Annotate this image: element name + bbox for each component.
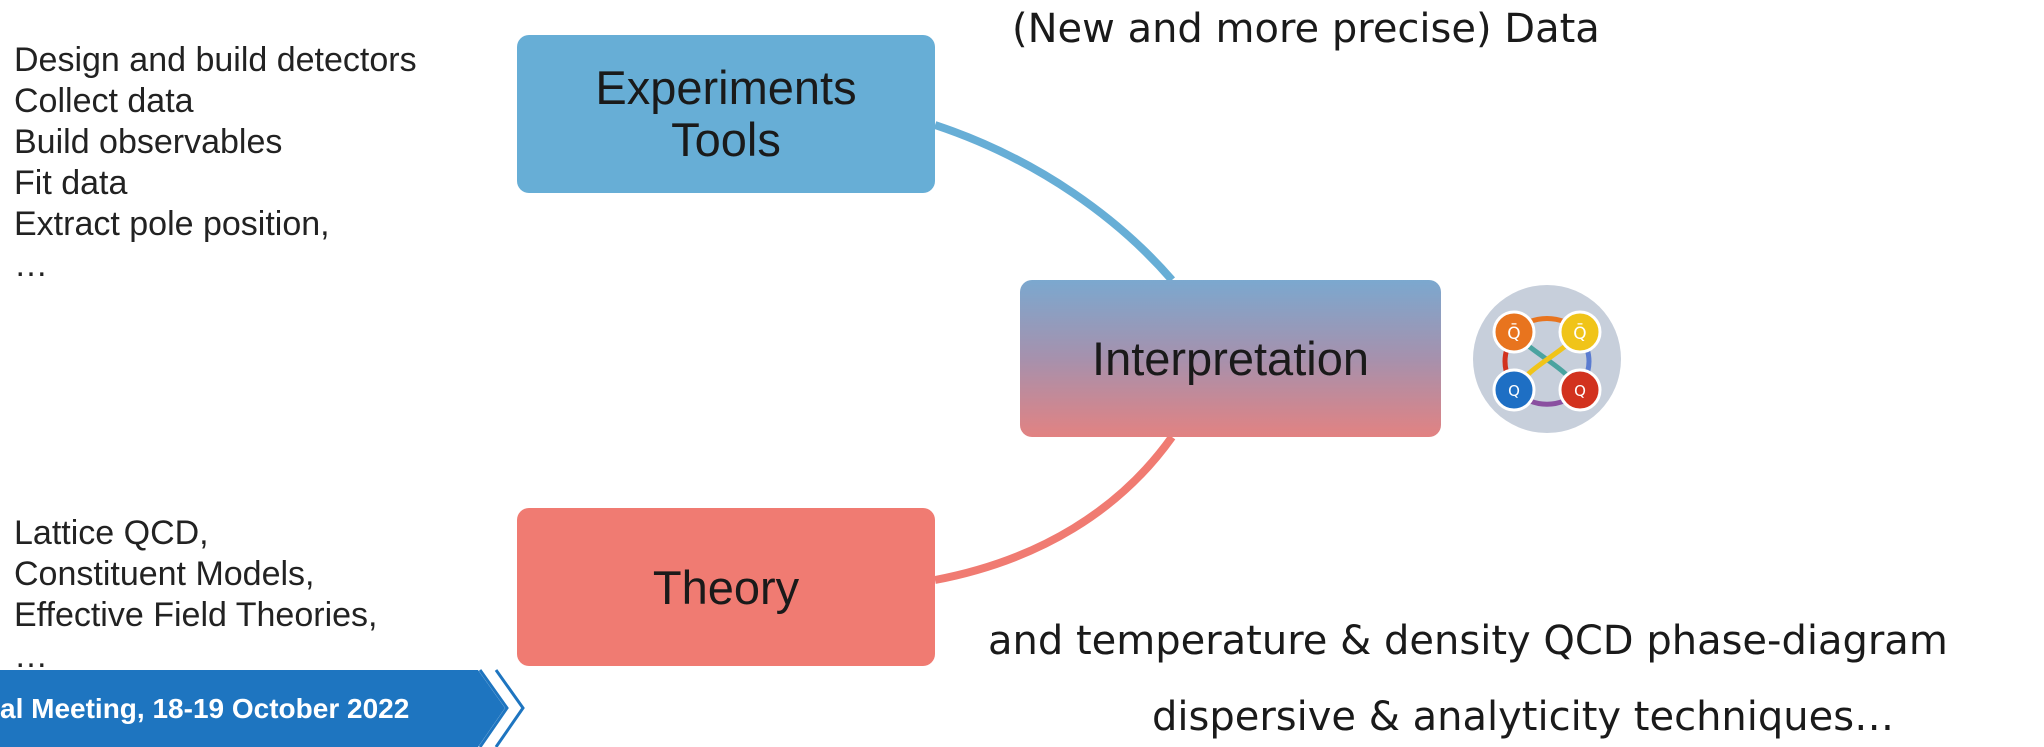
footer-text: al Meeting, 18-19 October 2022 bbox=[0, 693, 410, 724]
interpretation-box: Interpretation bbox=[1020, 280, 1441, 437]
connector-interpretation-theory bbox=[934, 434, 1176, 584]
theory-box: Theory bbox=[517, 508, 935, 666]
antiquark-yellow bbox=[1558, 310, 1602, 354]
list-item: Extract pole position, bbox=[14, 205, 330, 243]
dispersive-techniques-annotation: dispersive & analyticity techniques… bbox=[1152, 694, 1895, 740]
theory-approach-list: Lattice QCD, Constituent Models, Effecti… bbox=[14, 513, 377, 677]
interpretation-label: Interpretation bbox=[1092, 332, 1369, 385]
quark-label: Q bbox=[1574, 382, 1586, 400]
phase-diagram-annotation: and temperature & density QCD phase-diag… bbox=[988, 618, 1948, 664]
tetraquark-icon: Q̄ Q̄ Q Q bbox=[1473, 285, 1621, 433]
quark-label: Q bbox=[1508, 382, 1520, 400]
list-item: Constituent Models, bbox=[14, 555, 315, 593]
theory-label: Theory bbox=[652, 560, 800, 614]
list-item: Effective Field Theories, bbox=[14, 596, 378, 634]
list-item: Build observables bbox=[14, 123, 283, 161]
quark-blue bbox=[1492, 368, 1536, 412]
experiments-label: Experiments bbox=[595, 61, 857, 114]
quark-label: Q̄ bbox=[1573, 322, 1586, 344]
list-item: … bbox=[14, 246, 48, 284]
list-item: Lattice QCD, bbox=[14, 514, 209, 552]
list-item: Collect data bbox=[14, 82, 194, 120]
list-item: Design and build detectors bbox=[14, 41, 417, 79]
footer: al Meeting, 18-19 October 2022 bbox=[0, 670, 480, 747]
experiments-tools-box: Experiments Tools bbox=[517, 35, 935, 193]
list-item: … bbox=[14, 637, 48, 675]
antiquark-orange bbox=[1492, 310, 1536, 354]
connector-experiments-interpretation bbox=[933, 121, 1176, 283]
experiments-task-list: Design and build detectors Collect data … bbox=[14, 40, 417, 286]
list-item: Fit data bbox=[14, 164, 128, 202]
tools-label: Tools bbox=[671, 113, 781, 166]
quark-red bbox=[1558, 368, 1602, 412]
quark-label: Q̄ bbox=[1507, 322, 1520, 344]
footer-banner bbox=[0, 669, 525, 747]
data-annotation: (New and more precise) Data bbox=[1012, 6, 1600, 52]
